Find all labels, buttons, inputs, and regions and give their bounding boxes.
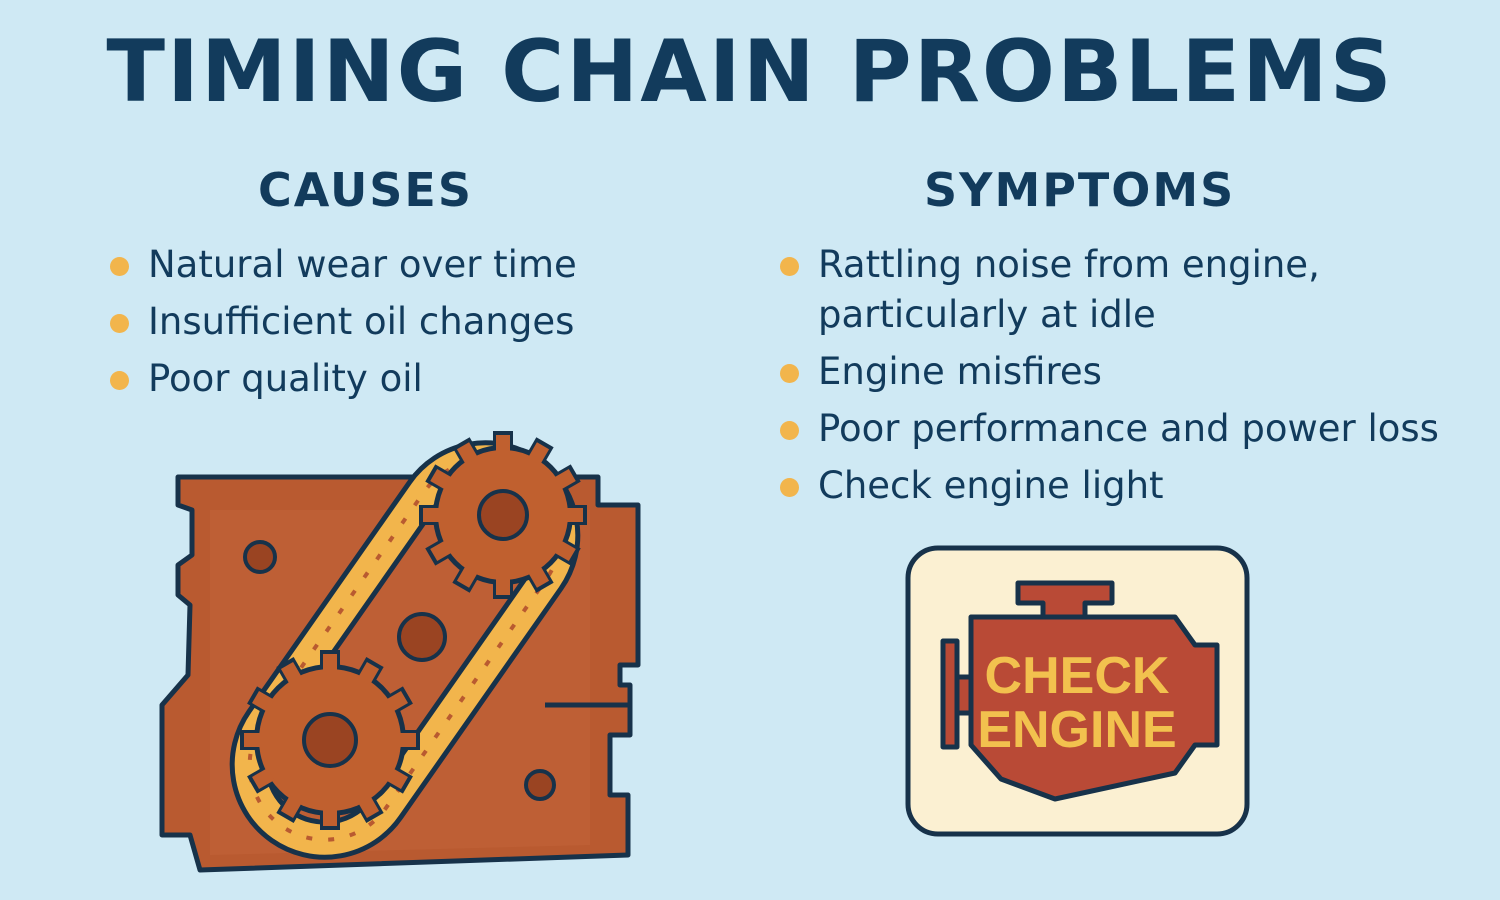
- list-item: Check engine light: [780, 461, 1480, 511]
- bolt-hole: [524, 769, 556, 801]
- badge-line-2: ENGINE: [977, 701, 1176, 759]
- list-item: Natural wear over time: [110, 240, 670, 290]
- list-item: Insufficient oil changes: [110, 297, 670, 347]
- list-item: Poor performance and power loss: [780, 404, 1480, 454]
- check-engine-icon: [940, 580, 1220, 802]
- engine-block-illustration: [159, 431, 641, 873]
- page-title: TIMING CHAIN PROBLEMS: [106, 22, 1394, 122]
- causes-heading: CAUSES: [258, 163, 473, 217]
- check-engine-badge: CHECK ENGINE: [905, 545, 1250, 837]
- list-item: Poor quality oil: [110, 354, 670, 404]
- symptoms-heading: SYMPTOMS: [924, 163, 1236, 217]
- badge-line-1: CHECK: [985, 647, 1170, 705]
- gear-icon: [240, 650, 420, 830]
- gear-icon: [419, 431, 587, 599]
- bolt-hole: [243, 540, 277, 574]
- list-item: Rattling noise from engine, particularly…: [780, 240, 1480, 340]
- causes-list: Natural wear over time Insufficient oil …: [110, 240, 670, 411]
- bolt-hole: [397, 612, 447, 662]
- symptoms-list: Rattling noise from engine, particularly…: [780, 240, 1480, 518]
- list-item: Engine misfires: [780, 347, 1480, 397]
